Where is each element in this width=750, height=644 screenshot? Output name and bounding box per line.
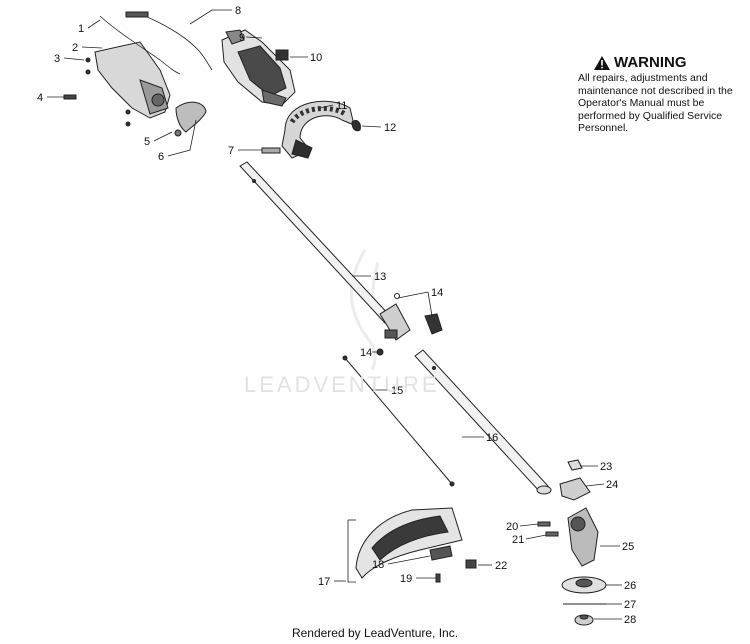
callout-7: 7 xyxy=(228,145,234,157)
callout-14-lower: 14 xyxy=(360,347,372,359)
callout-10: 10 xyxy=(310,52,322,64)
leader-lines xyxy=(47,9,622,620)
callout-21: 21 xyxy=(512,534,524,546)
gearbox-assembly xyxy=(537,459,607,626)
callout-6: 6 xyxy=(158,151,164,163)
callout-19: 19 xyxy=(400,573,412,585)
callout-27: 27 xyxy=(624,599,636,611)
watermark-text: LEADVENTURE xyxy=(244,372,440,397)
callout-5: 5 xyxy=(144,136,150,148)
throttle-housing xyxy=(63,11,213,137)
warning-body: All repairs, adjustments and maintenance… xyxy=(578,72,733,134)
upper-shaft xyxy=(239,161,443,356)
warning-heading: WARNING xyxy=(594,54,743,71)
callout-24: 24 xyxy=(606,479,618,491)
callout-1: 1 xyxy=(78,23,84,35)
callout-26: 26 xyxy=(624,580,636,592)
callout-23: 23 xyxy=(600,461,612,473)
callout-13: 13 xyxy=(374,271,386,283)
d-handle xyxy=(261,100,361,159)
callout-20: 20 xyxy=(506,521,518,533)
warning-title: WARNING xyxy=(614,54,687,71)
warning-notice: WARNING All repairs, adjustments and mai… xyxy=(578,54,743,135)
footer-credit: Rendered by LeadVenture, Inc. xyxy=(291,626,459,640)
callout-numbers: 1 2 3 4 5 6 7 8 9 10 11 12 13 14 14 15 1… xyxy=(37,5,636,626)
callout-22: 22 xyxy=(495,560,507,572)
callout-14-upper: 14 xyxy=(431,287,443,299)
handle-half xyxy=(221,29,296,107)
callout-9: 9 xyxy=(239,32,245,44)
lower-shaft xyxy=(414,349,552,495)
trimmer-guard xyxy=(347,507,477,583)
callout-18: 18 xyxy=(372,559,384,571)
callout-17: 17 xyxy=(318,576,330,588)
callout-4: 4 xyxy=(37,92,43,104)
warning-triangle-icon xyxy=(594,55,610,70)
callout-28: 28 xyxy=(624,614,636,626)
callout-25: 25 xyxy=(622,541,634,553)
drive-cable xyxy=(342,355,455,487)
callout-11: 11 xyxy=(336,100,347,112)
callout-3: 3 xyxy=(54,53,60,65)
callout-15: 15 xyxy=(391,385,403,397)
callout-8: 8 xyxy=(235,5,241,17)
callout-12: 12 xyxy=(384,122,396,134)
callout-16: 16 xyxy=(486,432,498,444)
callout-2: 2 xyxy=(72,42,78,54)
